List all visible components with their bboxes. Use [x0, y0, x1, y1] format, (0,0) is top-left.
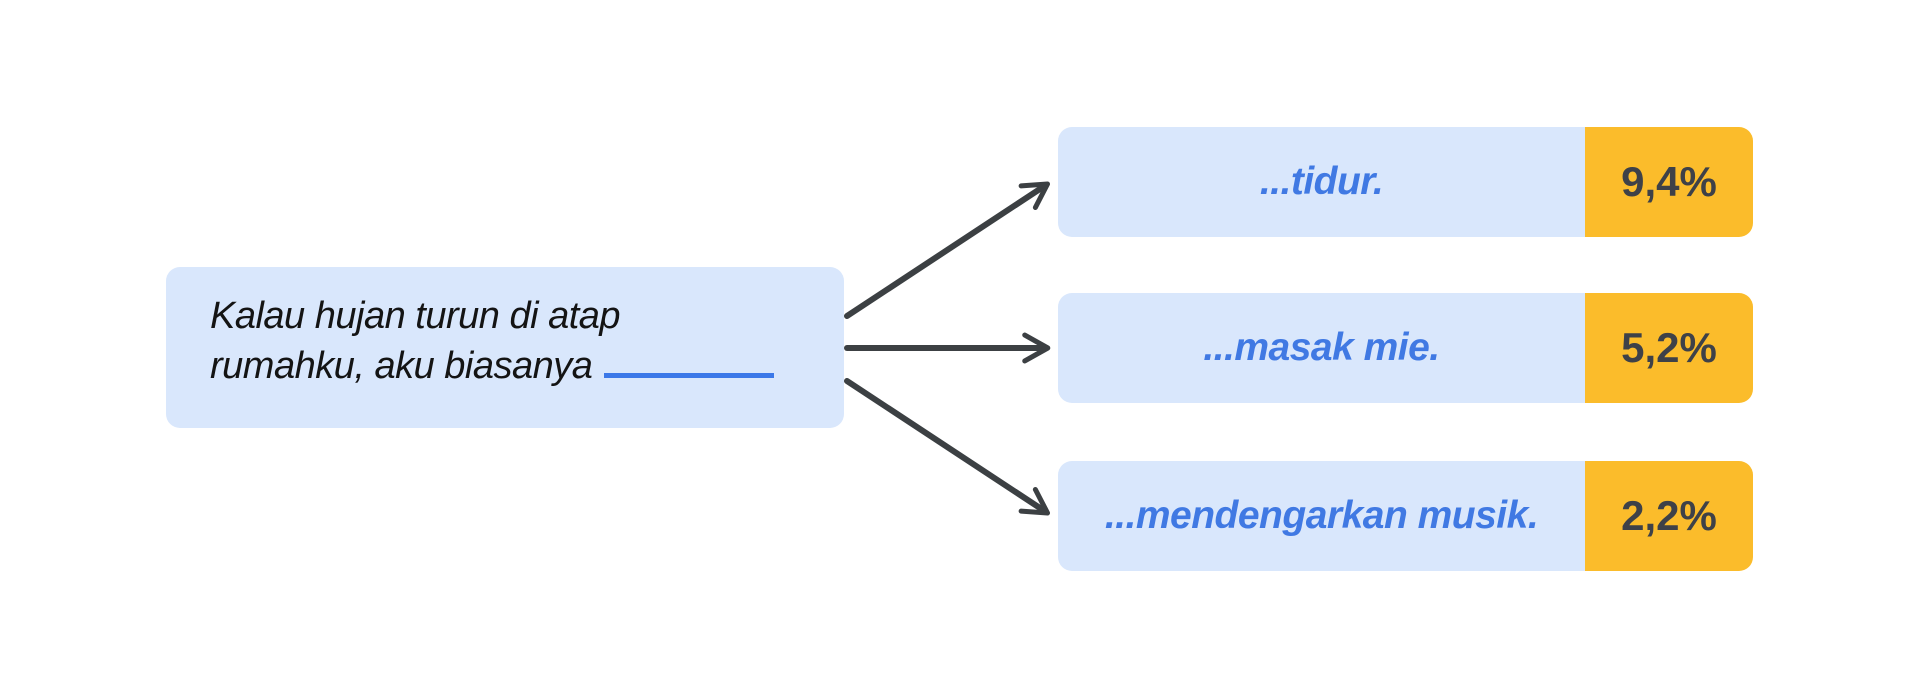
option-row-1: ...tidur. 9,4% [1058, 127, 1753, 237]
option-3-percentage-badge: 2,2% [1585, 461, 1753, 571]
stem-line-2: rumahku, aku biasanya [210, 341, 824, 391]
option-2-label: ...masak mie. [1058, 293, 1585, 403]
arrow-to-option-3 [844, 378, 1051, 516]
stem-line-1: Kalau hujan turun di atap [210, 295, 621, 337]
stem-card: Kalau hujan turun di atap rumahku, aku b… [166, 267, 844, 428]
option-1-percentage-badge: 9,4% [1585, 127, 1753, 237]
option-3-label: ...mendengarkan musik. [1058, 461, 1585, 571]
option-row-3: ...mendengarkan musik. 2,2% [1058, 461, 1753, 571]
stem-line-2-text: rumahku, aku biasanya [210, 345, 593, 387]
blank-underline [604, 348, 775, 378]
option-1-label: ...tidur. [1058, 127, 1585, 237]
option-row-2: ...masak mie. 5,2% [1058, 293, 1753, 403]
arrow-to-option-1 [844, 181, 1051, 319]
stem-text: Kalau hujan turun di atap rumahku, aku b… [210, 291, 824, 391]
option-2-percentage-badge: 5,2% [1585, 293, 1753, 403]
